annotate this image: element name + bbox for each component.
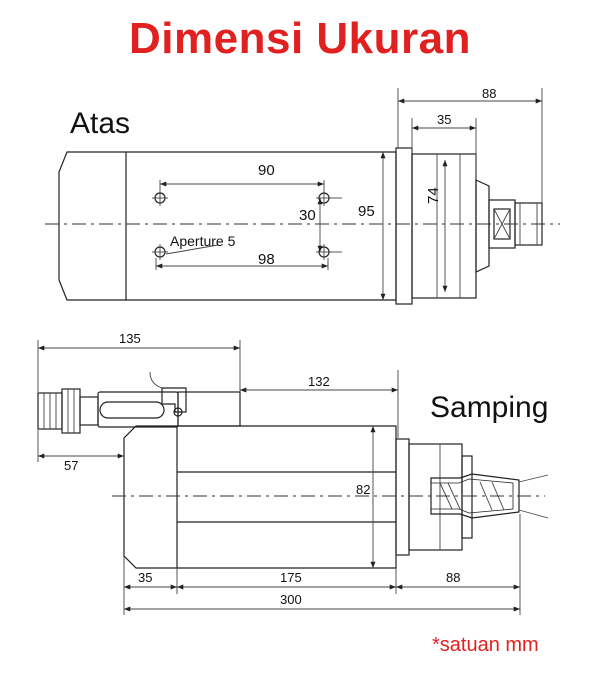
dim-57-side: 57 [64, 458, 78, 473]
dim-88-top: 88 [482, 86, 496, 101]
dim-175-side: 175 [280, 570, 302, 585]
dim-88-side: 88 [446, 570, 460, 585]
view-label-side: Samping [430, 391, 548, 424]
unit-footnote: *satuan mm [432, 634, 539, 656]
dim-74-top: 74 [425, 187, 442, 204]
aperture-label: Aperture 5 [170, 233, 236, 249]
dim-135-side: 135 [119, 331, 141, 346]
dim-35-side: 35 [138, 570, 152, 585]
mounting-holes [152, 190, 332, 260]
dim-132-side: 132 [308, 374, 330, 389]
dim-35-top: 35 [437, 112, 451, 127]
side-view-dimensions: 135 132 57 82 35 175 88 300 [37, 331, 521, 615]
side-view-body [37, 371, 549, 569]
page-title: Dimensi Ukuran [129, 14, 471, 63]
view-label-top: Atas [70, 107, 130, 140]
dim-90-top: 90 [258, 162, 275, 179]
dim-82-side: 82 [356, 482, 370, 497]
top-view-body [45, 147, 560, 305]
top-view-dimensions: 88 35 74 95 90 30 98 Aperture 5 [155, 86, 543, 300]
dim-300-side: 300 [280, 592, 302, 607]
dim-98-top: 98 [258, 251, 275, 268]
dim-30-top: 30 [299, 207, 316, 224]
dim-95-top: 95 [358, 203, 375, 220]
